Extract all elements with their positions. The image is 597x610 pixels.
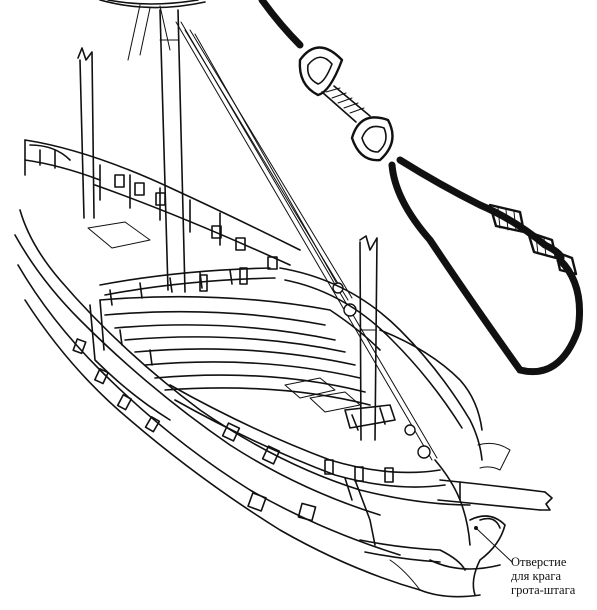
gun-ports bbox=[72, 338, 317, 522]
hull-port-side bbox=[14, 139, 501, 598]
callout-line-2: для крага bbox=[511, 569, 562, 583]
bowsprit bbox=[437, 479, 553, 511]
stay-ropes bbox=[175, 21, 438, 461]
stern-structure bbox=[24, 139, 278, 270]
callout-leader bbox=[474, 526, 513, 563]
foremast-stump bbox=[359, 235, 378, 441]
bulwark-rail bbox=[89, 267, 483, 488]
callout-line-3: грота-штага bbox=[511, 583, 576, 597]
rear-mast-stump bbox=[77, 47, 95, 219]
main-mast bbox=[159, 9, 186, 293]
bow-figurehead bbox=[344, 442, 511, 596]
deck-planking bbox=[87, 221, 396, 431]
mast-top-platform bbox=[99, 0, 206, 61]
callout-label: Отверстие для крага грота-штага bbox=[511, 555, 575, 597]
stay-collar-detail bbox=[258, 0, 584, 376]
callout-line-1: Отверстие bbox=[511, 555, 567, 569]
